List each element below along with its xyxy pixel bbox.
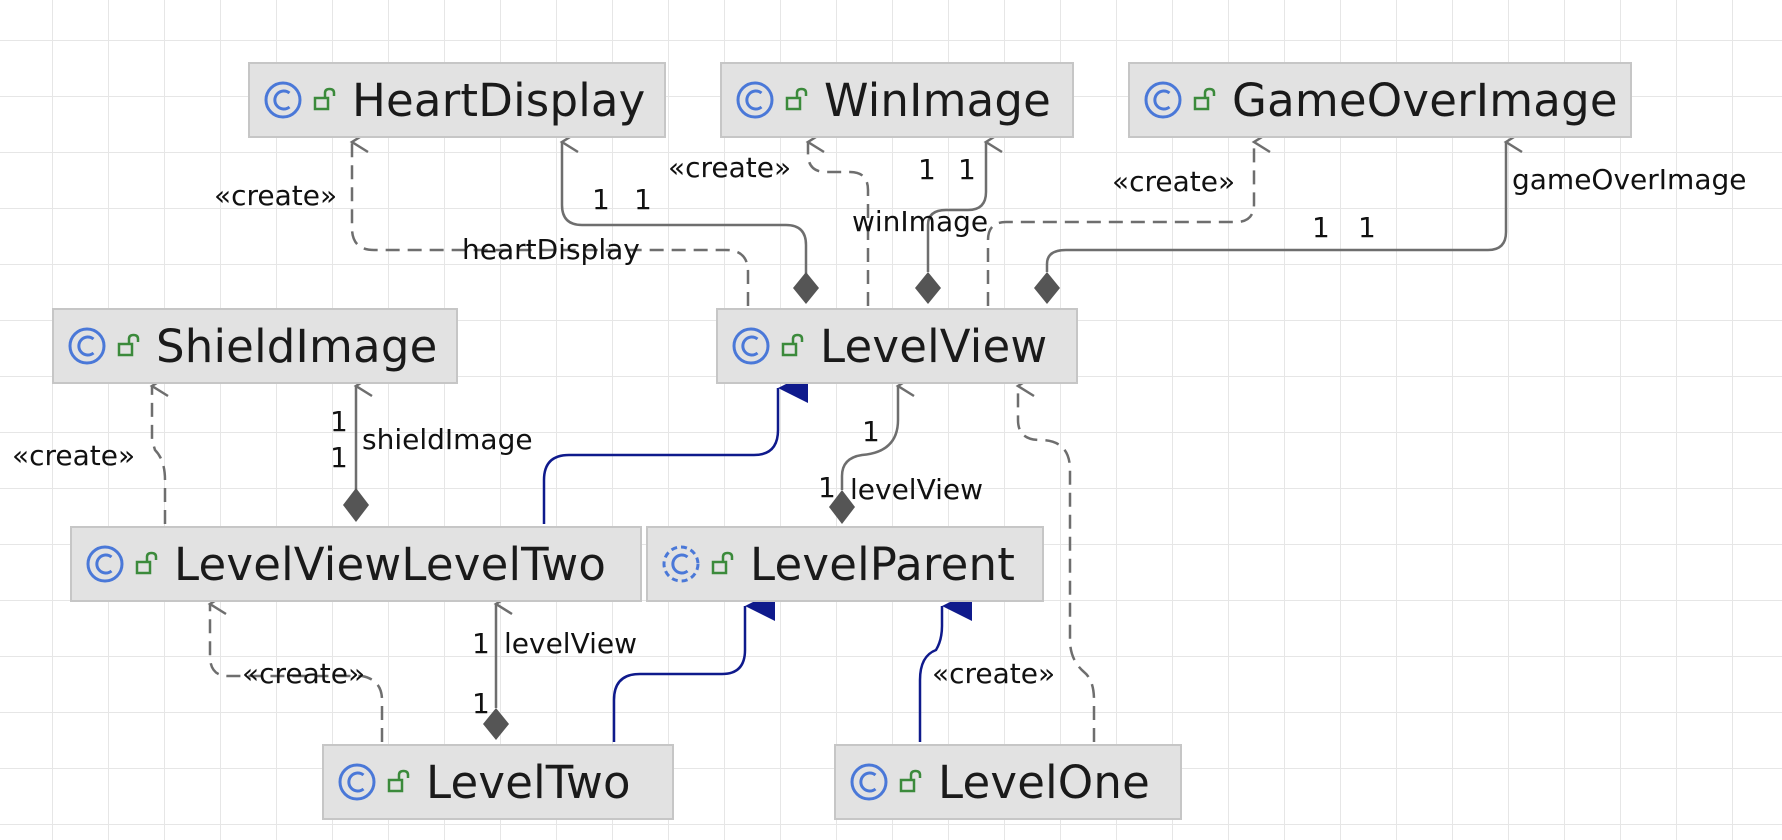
levelview-multiplicity-1: 1 <box>862 415 880 448</box>
levelview-role-label: levelView <box>850 473 984 506</box>
public-open-lock-icon <box>711 551 734 575</box>
class-c-icon <box>338 763 376 801</box>
composition-diamond-winimage <box>915 272 941 304</box>
public-open-lock-icon <box>899 769 922 793</box>
public-open-lock-icon <box>117 333 140 357</box>
class-name-heartdisplay: HeartDisplay <box>352 73 646 127</box>
heartdisplay-multiplicity-1: 1 <box>592 183 610 216</box>
public-open-lock-icon <box>135 551 158 575</box>
shieldimage-role-label: shieldImage <box>362 423 533 456</box>
class-box-levelparent[interactable]: LevelParent <box>646 526 1044 602</box>
levelview-leveltwo-multiplicity-1: 1 <box>472 627 490 660</box>
create-label-heartdisplay: «create» <box>214 179 338 212</box>
create-label-winimage: «create» <box>668 151 792 184</box>
association-levelview-winimage <box>926 130 1003 272</box>
class-box-heartdisplay[interactable]: HeartDisplay <box>248 62 666 138</box>
dependency-levelview-winimage <box>805 130 870 306</box>
class-box-winimage[interactable]: WinImage <box>720 62 1074 138</box>
dependency-levelview-heartdisplay <box>349 130 750 306</box>
heartdisplay-role-label: heartDisplay <box>462 233 640 266</box>
levelview-multiplicity-2: 1 <box>818 471 836 504</box>
levelview-leveltwo-multiplicity-2: 1 <box>472 687 490 720</box>
dependency-leveltwo-levelviewleveltwo <box>207 592 384 742</box>
class-name-shieldimage: ShieldImage <box>156 319 438 373</box>
create-label-levelviewleveltwo: «create» <box>242 657 366 690</box>
class-name-gameoverimage: GameOverImage <box>1232 73 1618 127</box>
composition-diamond-heartdisplay <box>793 272 819 304</box>
class-name-winimage: WinImage <box>824 73 1052 127</box>
gameoverimage-multiplicity-1: 1 <box>1312 211 1330 244</box>
class-c-icon <box>1144 81 1182 119</box>
winimage-role-label: winImage <box>852 205 989 238</box>
create-label-levelone: «create» <box>932 657 1056 690</box>
class-c-icon <box>86 545 124 583</box>
association-levelparent-levelview <box>840 374 915 490</box>
dependency-levelone-levelview <box>1015 374 1096 742</box>
class-name-levelone: LevelOne <box>938 755 1151 809</box>
shieldimage-multiplicity-1: 1 <box>330 405 348 438</box>
class-name-leveltwo: LevelTwo <box>426 755 631 809</box>
public-open-lock-icon <box>387 769 410 793</box>
class-name-levelviewleveltwo: LevelViewLevelTwo <box>174 537 607 591</box>
gameoverimage-multiplicity-2: 1 <box>1358 211 1376 244</box>
class-name-levelparent: LevelParent <box>750 537 1016 591</box>
association-levelview-heartdisplay <box>559 130 808 276</box>
dependency-levelviewleveltwo-shieldimage <box>149 374 169 524</box>
inheritance-levelone-levelparent <box>918 591 972 742</box>
create-label-gameoverimage: «create» <box>1112 165 1236 198</box>
class-box-leveltwo[interactable]: LevelTwo <box>322 744 674 820</box>
class-c-icon <box>264 81 302 119</box>
gameoverimage-role-label: gameOverImage <box>1512 163 1747 196</box>
create-label-shieldimage: «create» <box>12 439 136 472</box>
shieldimage-multiplicity-2: 1 <box>330 441 348 474</box>
class-box-levelviewleveltwo[interactable]: LevelViewLevelTwo <box>70 526 642 602</box>
class-box-shieldimage[interactable]: ShieldImage <box>52 308 458 384</box>
association-levelview-gameoverimage <box>1045 130 1523 272</box>
inheritance-levelviewleveltwo-levelview <box>542 373 808 524</box>
levelview-leveltwo-role-label: levelView <box>504 627 638 660</box>
inheritance-leveltwo-levelparent <box>612 591 775 742</box>
winimage-multiplicity-2: 1 <box>958 153 976 186</box>
class-box-gameoverimage[interactable]: GameOverImage <box>1128 62 1632 138</box>
public-open-lock-icon <box>313 87 336 111</box>
class-name-levelview: LevelView <box>820 319 1048 373</box>
winimage-multiplicity-1: 1 <box>918 153 936 186</box>
composition-diamond-levelviewleveltwo <box>483 708 509 740</box>
abstract-class-c-icon <box>662 545 700 583</box>
class-box-levelview[interactable]: LevelView <box>716 308 1078 384</box>
public-open-lock-icon <box>1193 87 1216 111</box>
class-c-icon <box>736 81 774 119</box>
class-box-levelone[interactable]: LevelOne <box>834 744 1182 820</box>
class-c-icon <box>850 763 888 801</box>
public-open-lock-icon <box>781 333 804 357</box>
composition-diamond-levelview <box>829 490 855 524</box>
class-c-icon <box>68 327 106 365</box>
public-open-lock-icon <box>785 87 808 111</box>
class-c-icon <box>732 327 770 365</box>
composition-diamond-shieldimage <box>343 488 369 522</box>
composition-diamond-gameoverimage <box>1034 272 1060 304</box>
heartdisplay-multiplicity-2: 1 <box>634 183 652 216</box>
dependency-levelview-gameoverimage <box>986 130 1271 306</box>
